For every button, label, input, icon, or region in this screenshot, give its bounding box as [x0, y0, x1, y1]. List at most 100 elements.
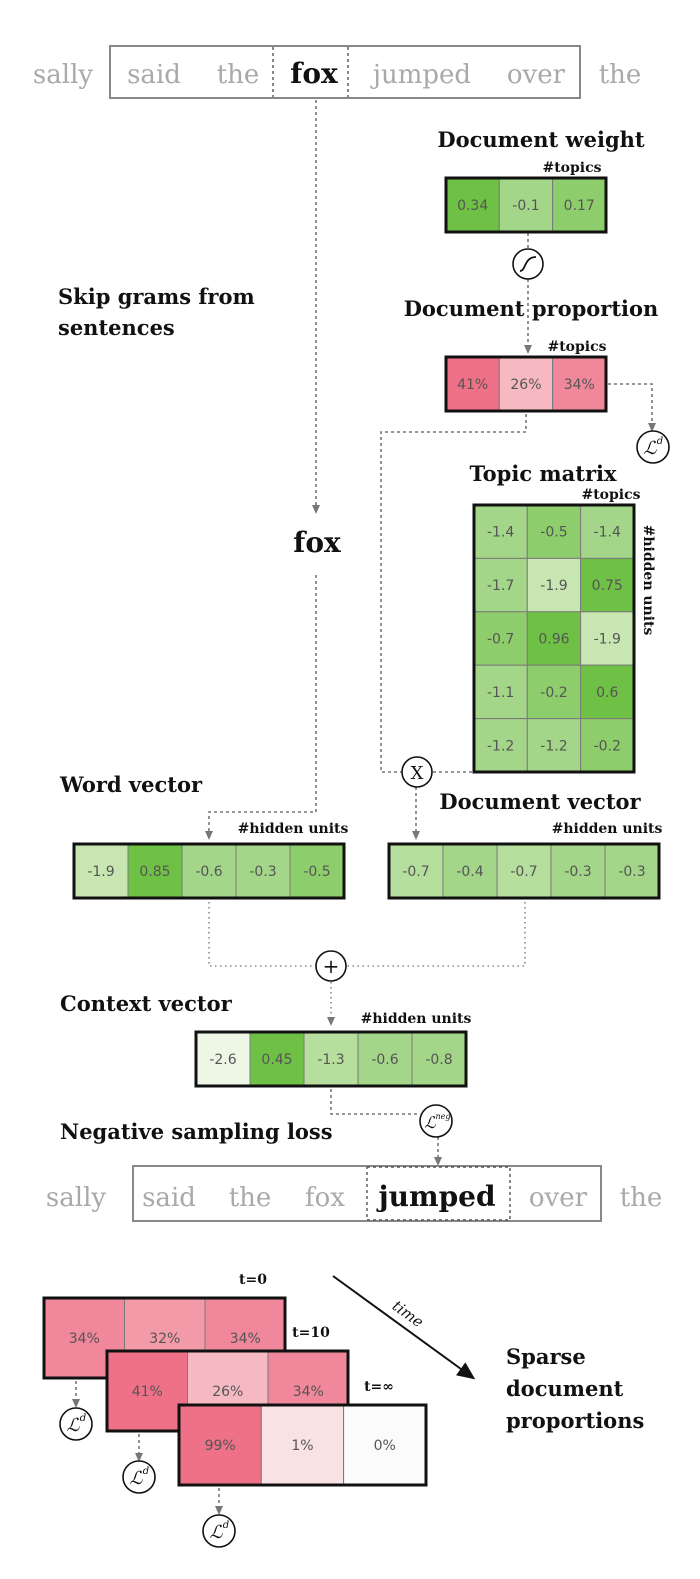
loss-d-circle	[122, 1460, 156, 1494]
loss-d-icon: ℒ	[67, 1415, 81, 1436]
timeline-t0-cell-value: 34%	[230, 1331, 261, 1347]
dim-topics-label: #topics	[581, 487, 640, 503]
center-word: fox	[293, 526, 341, 559]
topic-matrix-cell	[526, 611, 582, 666]
timeline-tinf-cell	[178, 1404, 262, 1486]
document-vector-cell-value: -0.3	[564, 864, 591, 880]
timeline-tinf-cell-value: 0%	[374, 1438, 396, 1454]
topic-matrix-label: Topic matrix	[469, 461, 617, 486]
loss-d-circle	[636, 430, 670, 464]
sentence-bottom-word: fox	[305, 1183, 345, 1213]
context-vector-cell-value: 0.45	[261, 1052, 292, 1068]
sentence-top-word: jumped	[370, 60, 471, 90]
sentence-top-window	[109, 45, 581, 99]
sentence-top-word: sally	[33, 60, 93, 90]
context-vector-label: Context vector	[60, 991, 233, 1016]
word-vector-label: Word vector	[59, 772, 203, 797]
connector-context-to-neg-loss	[330, 1089, 420, 1115]
word-vector-cell	[289, 843, 345, 899]
topic-matrix-cell-value: -1.7	[487, 578, 514, 594]
timeline-t10-cell	[106, 1350, 188, 1432]
sentence-bottom-word: said	[142, 1183, 196, 1213]
loss-neg-op: ℒ neg	[419, 1104, 453, 1138]
topic-matrix-cell-value: -0.7	[487, 632, 514, 648]
document-vector-label: Document vector	[439, 789, 641, 814]
sentence-top-word: the	[599, 60, 642, 90]
dim-hidden-units-label: #hidden units	[552, 821, 663, 837]
add-circle	[315, 950, 347, 982]
timeline-t0-cell-value: 34%	[69, 1331, 100, 1347]
topic-matrix-cell-value: -1.1	[487, 685, 514, 701]
loss-neg-sup: neg	[435, 1112, 450, 1121]
topic-matrix-cell	[473, 504, 528, 559]
document-weight-frame	[444, 176, 608, 234]
topic-matrix-cell	[580, 557, 635, 613]
loss-d-icon: ℒ	[130, 1468, 144, 1489]
topic-matrix-frame	[472, 503, 636, 774]
document-vector-cell-value: -0.3	[618, 864, 645, 880]
multiply-icon: X	[411, 763, 424, 784]
document-proportion-cell-value: 34%	[564, 377, 595, 393]
skip-grams-label: Skip grams from	[58, 284, 255, 309]
sentence-bottom-word: sally	[46, 1183, 106, 1213]
sentence-top-word: over	[507, 60, 566, 90]
connector-proportion-to-loss	[608, 383, 656, 432]
loss-d-sup: d	[80, 1413, 86, 1424]
loss-d-sup: d	[223, 1520, 229, 1531]
timeline-label-t0: t=0	[239, 1272, 267, 1288]
connector-word-to-add	[208, 902, 316, 967]
sparse-label: proportions	[506, 1408, 644, 1433]
document-proportion-label: Document proportion	[404, 296, 659, 321]
topic-matrix-cell	[473, 664, 528, 720]
document-vector-cell-value: -0.7	[402, 864, 429, 880]
document-proportion-cell-value: 26%	[510, 377, 541, 393]
loss-d-icon: ℒ	[210, 1522, 224, 1543]
timeline-tinf-frame	[177, 1403, 428, 1487]
document-proportion-grid: 41%26%34%	[444, 355, 608, 413]
timeline-tinf-cell-value: 1%	[291, 1438, 313, 1454]
sentence-top-word: said	[127, 60, 181, 90]
word-vector-frame	[72, 842, 346, 900]
loss-neg-icon: ℒ	[424, 1113, 436, 1132]
context-vector-cell	[357, 1031, 413, 1087]
sentence-bottom-word: the	[229, 1183, 272, 1213]
timeline-tinf-grid: 99%1%0%	[177, 1403, 428, 1487]
topic-matrix-cell-value: -1.2	[487, 738, 514, 754]
sentence-top: sally said the fox jumped over the	[33, 45, 642, 99]
document-vector-cell	[496, 843, 552, 899]
timeline-t10-cell-value: 34%	[293, 1384, 324, 1400]
context-vector-cell	[195, 1031, 251, 1087]
context-vector-cell-value: -0.8	[425, 1052, 452, 1068]
time-arrow	[332, 1275, 476, 1380]
connector-doc-to-add	[346, 902, 526, 967]
topic-matrix-cell	[580, 718, 635, 773]
timeline-loss-t0: ℒ d	[59, 1407, 93, 1441]
topic-matrix-cell	[526, 504, 582, 559]
word-vector-cell-value: -0.6	[195, 864, 222, 880]
document-vector-frame	[387, 842, 661, 900]
sentence-top-focus-word: fox	[290, 57, 338, 90]
add-icon: +	[323, 954, 340, 978]
sentence-bottom-word: the	[620, 1183, 663, 1213]
word-vector-cell-value: -0.3	[249, 864, 276, 880]
loss-d-sup: d	[657, 436, 663, 447]
timeline-loss-t10: ℒ d	[122, 1460, 156, 1494]
loss-neg-circle	[419, 1104, 453, 1138]
topic-matrix-cell-value: -1.4	[487, 525, 514, 541]
document-weight-cell-value: 0.17	[564, 198, 595, 214]
context-vector-cell-value: -0.6	[371, 1052, 398, 1068]
sigmoid-circle	[512, 248, 544, 280]
sentence-top-word: the	[217, 60, 260, 90]
document-vector-cell-value: -0.7	[510, 864, 537, 880]
document-weight-grid: 0.34 -0.1 0.17	[444, 176, 608, 234]
loss-d-sup: d	[143, 1466, 149, 1477]
timeline-label-t10: t=10	[292, 1325, 330, 1341]
document-weight-cell-value: 0.34	[457, 198, 488, 214]
word-vector-cell-value: -1.9	[87, 864, 114, 880]
document-weight-cell-value: -0.1	[512, 198, 539, 214]
multiply-op: X	[401, 756, 433, 788]
loss-d-icon: ℒ	[644, 438, 658, 459]
loss-d-circle	[59, 1407, 93, 1441]
timeline-t0-cell-value: 32%	[149, 1331, 180, 1347]
timeline-loss-tinf: ℒ d	[202, 1514, 236, 1548]
